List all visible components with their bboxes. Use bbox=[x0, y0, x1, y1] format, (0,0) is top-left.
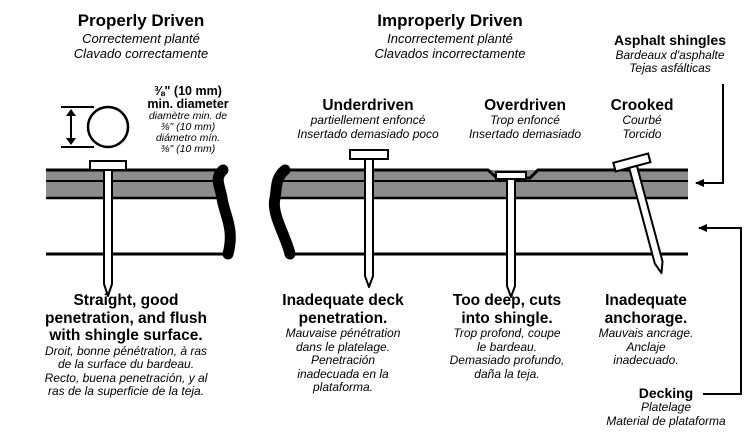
diameter-fr-line-1: diamètre min. de bbox=[148, 110, 228, 123]
overdriven-nail bbox=[495, 171, 527, 298]
proper-nail bbox=[89, 160, 127, 297]
overdriven-fr: Trop enfoncé bbox=[490, 113, 560, 128]
improperly-driven-title: Improperly Driven bbox=[377, 11, 523, 30]
straight-title-line-1: Straight, good bbox=[73, 292, 179, 309]
asphalt-shingles-label: Asphalt shingles Bardeaux d'asphalte Tej… bbox=[594, 32, 746, 76]
underdriven-title: Underdriven bbox=[322, 97, 414, 114]
inadequate-deck-es-line-1: Penetración bbox=[310, 353, 376, 368]
asphalt-shingles-fr: Bardeaux d'asphalte bbox=[615, 47, 725, 62]
diameter-fr-line-2: ⅜" (10 mm) bbox=[160, 121, 216, 134]
decking-arrow bbox=[698, 224, 742, 395]
right-deck-layer bbox=[274, 198, 688, 254]
properly-driven-es: Clavado correctamente bbox=[73, 46, 209, 62]
inadequate-deck-title-line-2: penetration. bbox=[298, 309, 388, 327]
straight-es-line-1: Recto, buena penetración, y al bbox=[44, 370, 208, 385]
decking-title: Decking bbox=[638, 385, 694, 401]
straight-fr-line-2: de la surface du bardeau. bbox=[57, 357, 195, 372]
improperly-driven-label: Improperly Driven Incorrectement planté … bbox=[345, 11, 555, 62]
underdriven-fr: partiellement enfoncé bbox=[310, 113, 426, 128]
crooked-nail bbox=[612, 152, 664, 275]
right-roof-section bbox=[268, 164, 688, 260]
improperly-driven-es: Clavados incorrectamente bbox=[374, 46, 526, 62]
diameter-title-line-1: ⅜" (10 mm) bbox=[154, 84, 222, 98]
diameter-es-line-2: ⅜" (10 mm) bbox=[160, 143, 216, 156]
inadequate-anchorage-es-line-1: Anclaje bbox=[626, 339, 666, 354]
too-deep-description: Too deep, cuts into shingle. Trop profon… bbox=[432, 292, 582, 381]
straight-title-line-3: with shingle surface. bbox=[49, 327, 203, 344]
too-deep-es-line-2: daña la teja. bbox=[474, 366, 540, 381]
left-deck-layer bbox=[46, 198, 231, 254]
crooked-fr: Courbé bbox=[622, 113, 662, 128]
too-deep-fr-line-2: le bardeau. bbox=[476, 339, 538, 354]
underdriven-nail bbox=[349, 149, 389, 288]
asphalt-shingles-title: Asphalt shingles bbox=[613, 32, 727, 48]
diameter-indicator bbox=[61, 105, 130, 149]
underdriven-es: Insertado demasiado poco bbox=[297, 126, 439, 141]
asphalt-shingles-es: Tejas asfálticas bbox=[629, 61, 711, 76]
too-deep-title-line-2: into shingle. bbox=[461, 309, 553, 327]
straight-es-line-2: ras de la superficie de la teja. bbox=[47, 384, 205, 399]
inadequate-deck-es-line-2: inadecuada en la bbox=[297, 366, 389, 381]
inadequate-anchorage-description: Inadequate anchorage. Mauvais ancrage. A… bbox=[590, 292, 702, 368]
straight-description: Straight, good penetration, and flush wi… bbox=[6, 292, 246, 399]
improperly-driven-fr: Incorrectement planté bbox=[387, 31, 513, 47]
crooked-label: Crooked Courbé Torcido bbox=[596, 97, 688, 141]
overdriven-label: Overdriven Trop enfoncé Insertado demasi… bbox=[450, 97, 600, 141]
inadequate-deck-description: Inadequate deck penetration. Mauvaise pé… bbox=[258, 292, 428, 395]
underdriven-label: Underdriven partiellement enfoncé Insert… bbox=[268, 97, 468, 141]
overdriven-title: Overdriven bbox=[484, 97, 566, 114]
diameter-title-line-2: min. diameter bbox=[147, 97, 229, 112]
inadequate-deck-fr-line-2: dans le platelage. bbox=[295, 339, 391, 354]
straight-title-line-2: penetration, and flush bbox=[45, 309, 207, 327]
properly-driven-fr: Correctement planté bbox=[82, 31, 200, 47]
inadequate-anchorage-title-line-2: anchorage. bbox=[604, 309, 688, 327]
inadequate-deck-title-line-1: Inadequate deck bbox=[282, 292, 404, 309]
too-deep-es-line-1: Demasiado profundo, bbox=[449, 353, 565, 368]
decking-label: Decking Platelage Material de plataforma bbox=[586, 385, 746, 428]
inadequate-deck-es-line-3: plataforma. bbox=[312, 380, 374, 395]
inadequate-anchorage-fr-line-1: Mauvais ancrage. bbox=[598, 326, 694, 340]
crooked-title: Crooked bbox=[610, 97, 674, 114]
left-shingle-layer bbox=[46, 170, 223, 198]
left-roof-section bbox=[46, 164, 236, 260]
decking-es: Material de plataforma bbox=[606, 413, 726, 428]
diameter-es-line-1: diámetro mín. bbox=[155, 132, 221, 145]
diameter-label: ⅜" (10 mm) min. diameter diamètre min. d… bbox=[132, 84, 244, 156]
inadequate-deck-fr-line-1: Mauvaise pénétration bbox=[285, 326, 401, 340]
straight-fr-line-1: Droit, bonne pénétration, à ras bbox=[44, 343, 208, 358]
overdriven-es: Insertado demasiado bbox=[468, 126, 582, 141]
too-deep-title-line-1: Too deep, cuts bbox=[452, 292, 562, 309]
properly-driven-label: Properly Driven Correctement planté Clav… bbox=[46, 11, 236, 62]
inadequate-anchorage-es-line-2: inadecuado. bbox=[613, 353, 679, 368]
properly-driven-title: Properly Driven bbox=[77, 11, 205, 30]
right-shingle-layer bbox=[275, 170, 688, 198]
too-deep-fr-line-1: Trop profond, coupe bbox=[453, 326, 561, 340]
decking-fr: Platelage bbox=[640, 400, 692, 415]
inadequate-anchorage-title-line-1: Inadequate bbox=[605, 292, 687, 309]
crooked-es: Torcido bbox=[622, 126, 662, 141]
asphalt-arrow bbox=[695, 84, 724, 187]
